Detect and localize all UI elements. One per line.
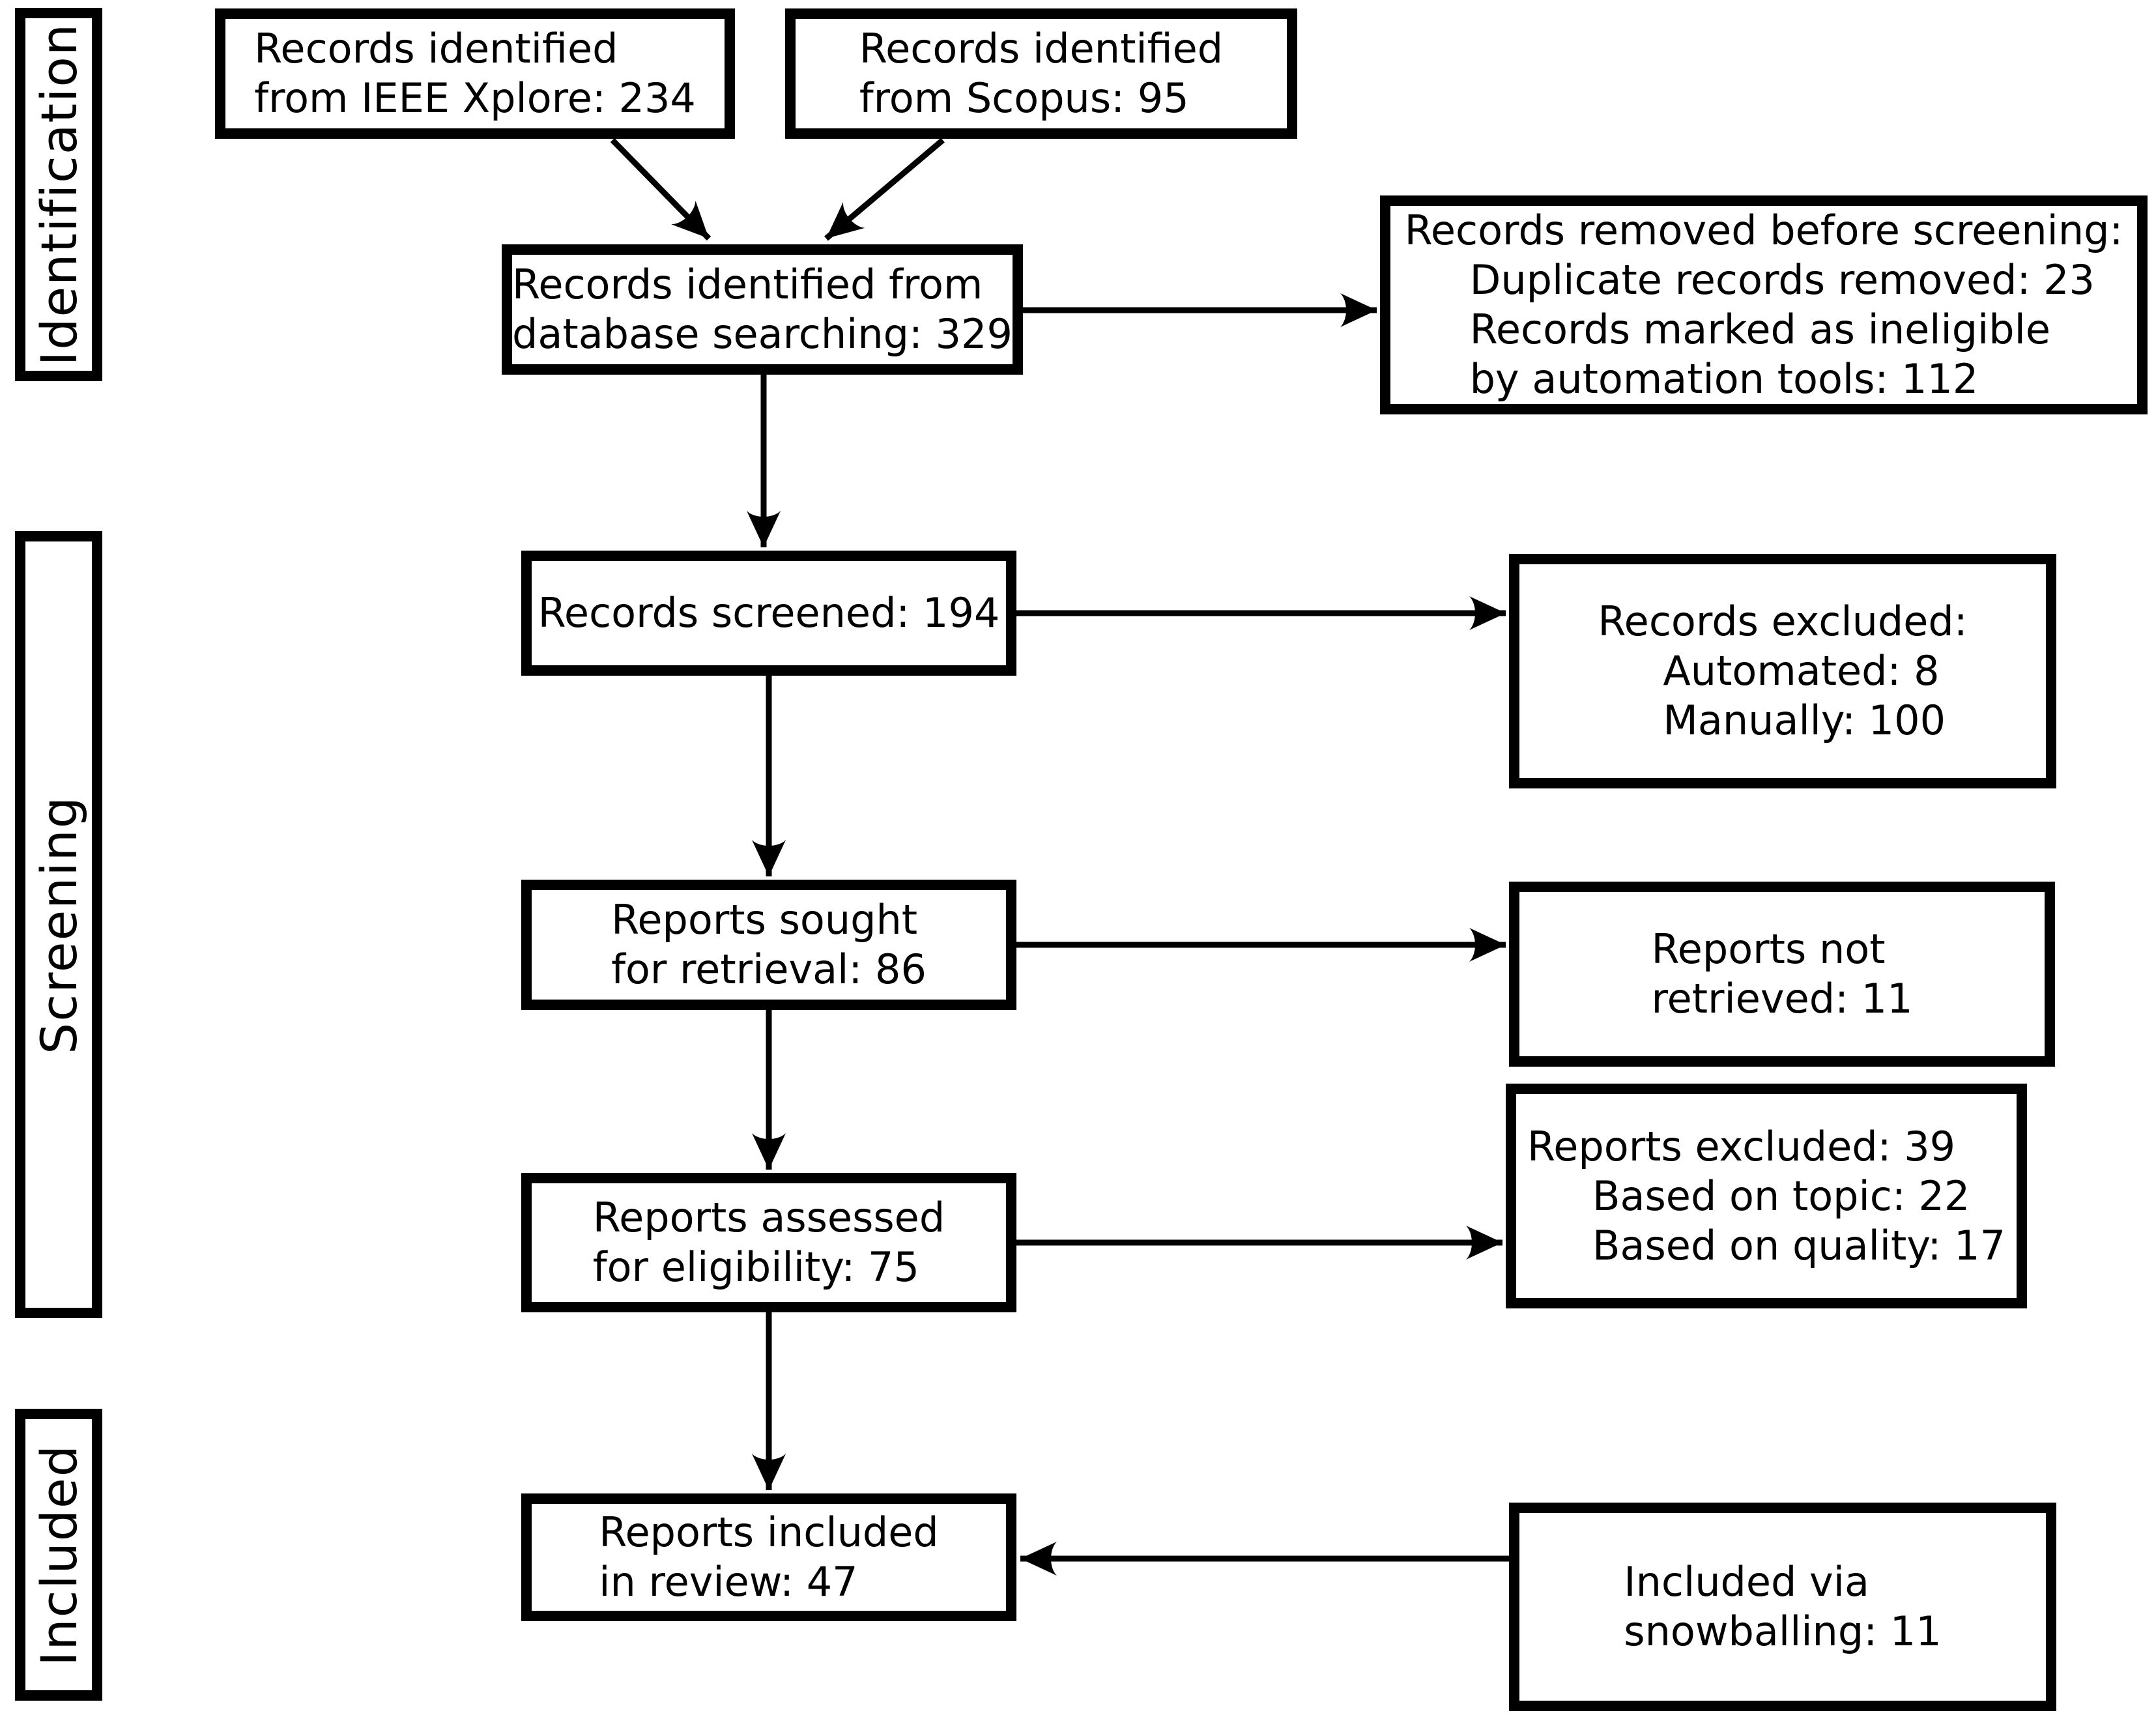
node-reports-not-retrieved: Reports not retrieved: 11: [1509, 882, 2055, 1067]
node-text-line: Records removed before screening:: [1404, 207, 2123, 254]
node-text-line: Based on quality: 17: [1592, 1221, 2006, 1269]
node-reports-included-in-review: Reports included in review: 47: [521, 1493, 1016, 1621]
node-text-line: Records identified from: [512, 261, 983, 308]
node-text-line: Reports excluded: 39: [1527, 1122, 1956, 1170]
node-text-line: by automation tools: 112: [1469, 355, 1979, 403]
stage-label-screening-text: Screening: [29, 795, 88, 1054]
arrow-scopus-to-database: [824, 137, 945, 241]
node-text-line: Records screened: 194: [538, 589, 1000, 637]
node-text-line: database searching: 329: [512, 310, 1013, 358]
stage-label-included-text: Included: [29, 1443, 88, 1666]
node-records-ieee-xplore: Records identified from IEEE Xplore: 234: [215, 8, 735, 139]
node-text-line: snowballing: 11: [1624, 1607, 1942, 1655]
node-included-via-snowballing: Included via snowballing: 11: [1509, 1503, 2056, 1711]
node-records-removed-before-screening: Records removed before screening: Duplic…: [1380, 195, 2148, 414]
stage-label-included: Included: [15, 1409, 102, 1701]
node-text-line: for eligibility: 75: [592, 1243, 919, 1291]
node-text-line: Records identified: [859, 25, 1224, 72]
node-text-line: Reports included: [599, 1508, 939, 1556]
node-text-line: Duplicate records removed: 23: [1469, 256, 2095, 304]
node-text-line: Based on topic: 22: [1592, 1172, 1970, 1220]
stage-label-screening: Screening: [15, 531, 102, 1318]
node-text-line: Records identified: [254, 25, 618, 72]
node-text-line: Records excluded:: [1598, 598, 1968, 645]
node-text-line: from IEEE Xplore: 234: [254, 74, 696, 122]
node-text-line: Included via: [1624, 1558, 1869, 1606]
node-text-line: from Scopus: 95: [859, 74, 1189, 122]
node-text-line: Reports assessed: [592, 1194, 945, 1241]
arrow-ieee-to-database: [610, 137, 711, 241]
node-reports-assessed: Reports assessed for eligibility: 75: [521, 1173, 1016, 1312]
node-text-line: Manually: 100: [1663, 697, 1946, 744]
node-text-line: Reports not: [1651, 925, 1886, 973]
node-text-line: Records marked as ineligible: [1469, 306, 2051, 353]
node-reports-sought: Reports sought for retrieval: 86: [521, 880, 1016, 1010]
node-text-line: Reports sought: [611, 896, 918, 944]
stage-label-identification-text: Identification: [29, 23, 88, 366]
node-records-excluded: Records excluded: Automated: 8 Manually:…: [1509, 554, 2056, 788]
node-records-database-searching: Records identified from database searchi…: [502, 244, 1023, 375]
stage-label-identification: Identification: [15, 8, 102, 381]
node-text-line: in review: 47: [599, 1558, 858, 1606]
node-records-scopus: Records identified from Scopus: 95: [785, 8, 1297, 139]
node-records-screened: Records screened: 194: [521, 551, 1016, 676]
node-text-line: Automated: 8: [1663, 647, 1940, 695]
node-text-line: for retrieval: 86: [611, 945, 927, 993]
node-text-line: retrieved: 11: [1651, 975, 1913, 1022]
node-reports-excluded: Reports excluded: 39 Based on topic: 22 …: [1506, 1084, 2027, 1308]
